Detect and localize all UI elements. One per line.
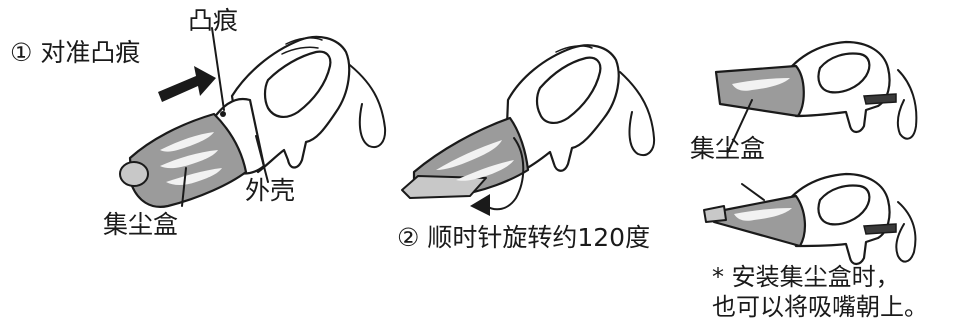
fig3a-handle-slot	[817, 52, 871, 94]
fig2-vacuum	[401, 44, 656, 216]
fig1-handle-ridge-2	[281, 46, 319, 55]
fig3a-dust-box	[714, 64, 805, 118]
fig2-dust-box-lip	[401, 175, 487, 199]
fig1-fin-1	[160, 132, 214, 152]
bump-callout: 凸痕	[188, 6, 239, 35]
fig3-top-vacuum	[714, 40, 918, 153]
step1-label: ① 对准凸痕	[10, 38, 141, 67]
fig3b-handle-slot	[817, 184, 871, 226]
fig3a-strap	[896, 69, 918, 140]
fig1-dust-box-callout: 集尘盒	[103, 210, 179, 239]
fig3a-fin	[732, 78, 790, 91]
fig1-bump-leader	[211, 27, 225, 111]
note-line-1: * 安装集尘盒时，	[712, 263, 900, 291]
fig1-bump	[220, 111, 226, 117]
fig3-dust-box-callout: 集尘盒	[690, 134, 766, 163]
fig3b-fin	[734, 208, 792, 221]
fig2-fin-1	[436, 140, 502, 170]
shell-callout: 外壳	[245, 176, 296, 205]
fig1-push-arrow	[158, 66, 216, 102]
fig1-fin-2	[160, 150, 218, 169]
fig3b-grip	[863, 223, 897, 235]
fig3a-grip	[863, 93, 897, 105]
fig1-shell-leader	[255, 135, 269, 183]
fig1-strap	[345, 61, 387, 148]
fig2-handle-slot	[535, 56, 602, 124]
fig3b-dust-box	[712, 194, 806, 248]
fig3-bottom-vacuum	[703, 172, 917, 266]
fig2-fin-2	[456, 160, 514, 181]
fig1-dustbox-leader	[181, 167, 187, 207]
fig2-handle-ridge	[555, 45, 593, 53]
fig2-rotation-arrow	[485, 137, 525, 211]
fig1-handle-ridge	[285, 37, 323, 45]
fig2-rotation-arrowhead	[470, 194, 490, 216]
fig3b-nozzle	[703, 205, 727, 223]
step2-label: ② 顺时针旋转约120度	[397, 223, 651, 252]
fig3b-strap	[895, 201, 917, 263]
note-line-2: 也可以将吸嘴朝上。	[712, 293, 928, 321]
fig1-nozzle	[119, 161, 149, 187]
fig3a-leader	[727, 99, 753, 153]
fig1-fin-3	[166, 168, 222, 185]
fig1-vacuum	[119, 27, 387, 208]
fig3b-leader	[741, 183, 765, 201]
fig1-handle-slot	[263, 50, 332, 118]
fig2-strap	[619, 71, 656, 156]
